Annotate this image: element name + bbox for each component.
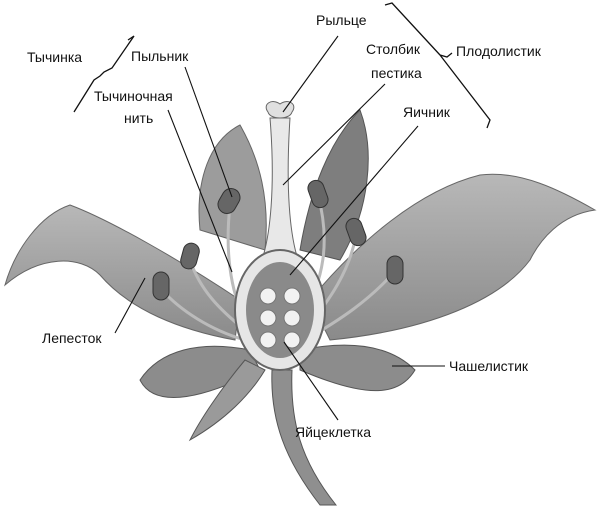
label-style-1: Столбик (366, 41, 420, 57)
label-filament-1: Тычиночная (94, 88, 173, 104)
label-filament-2: нить (124, 110, 154, 126)
sepal-right (299, 344, 416, 392)
stamen-bracket (73, 35, 135, 113)
stem (271, 369, 338, 506)
ovules (259, 287, 301, 349)
label-petal: Лепесток (42, 330, 102, 346)
sepal-left (139, 345, 261, 398)
label-stigma: Рыльце (316, 12, 367, 28)
petal-right (309, 173, 597, 341)
label-anther: Пыльник (131, 48, 189, 64)
stigma (265, 101, 295, 119)
label-ovary: Яичник (403, 104, 450, 120)
label-stamen: Тычинка (27, 49, 83, 65)
label-style-2: пестика (371, 65, 422, 81)
label-carpel: Плодолистик (456, 43, 541, 59)
leader-lines (114, 35, 445, 421)
label-ovule: Яйцеклетка (295, 424, 371, 440)
anthers (152, 179, 404, 301)
back-petal (198, 124, 267, 251)
sepal-bottom (188, 359, 266, 442)
carpel-bracket (384, 2, 491, 129)
label-sepal: Чашелистик (449, 358, 529, 374)
